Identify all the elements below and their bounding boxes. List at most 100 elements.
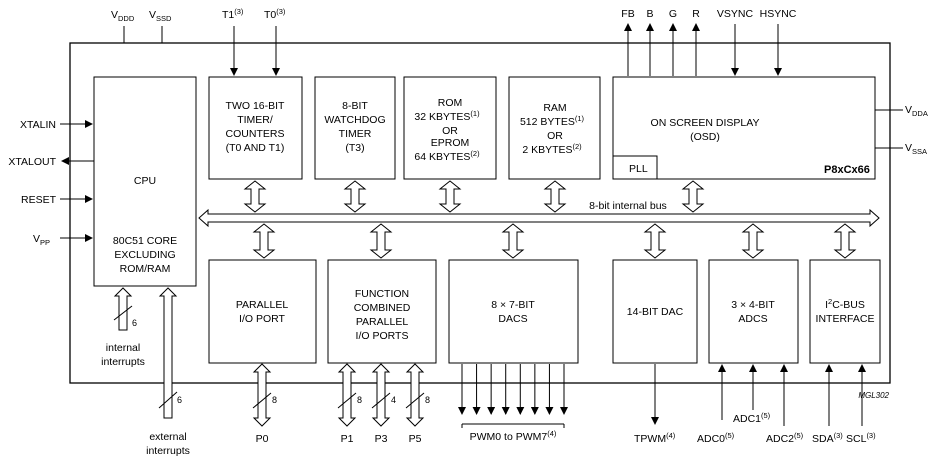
pin-scl: SCL(3) [846, 364, 876, 445]
svg-text:PARALLEL: PARALLEL [236, 299, 288, 311]
svg-text:T0(3): T0(3) [264, 7, 286, 21]
svg-text:8: 8 [272, 395, 277, 405]
svg-text:TIMER/: TIMER/ [237, 114, 273, 126]
svg-text:VSYNC: VSYNC [717, 8, 754, 20]
rom-bus-arrow [438, 180, 462, 213]
svg-text:DACS: DACS [498, 313, 527, 325]
pin-vddd: VDDD [111, 9, 135, 43]
svg-text:(T3): (T3) [345, 142, 364, 154]
chip-outline [69, 42, 891, 384]
internal-interrupts: 6 internal interrupts [101, 287, 145, 368]
svg-text:I2C-BUS: I2C-BUS [825, 297, 865, 311]
pwm-outputs: PWM0 to PWM7(4) [458, 364, 568, 443]
svg-text:ON SCREEN DISPLAY: ON SCREEN DISPLAY [651, 117, 760, 129]
svg-text:OR: OR [442, 125, 458, 137]
parallel-io-bus-arrow [252, 223, 276, 259]
svg-text:6: 6 [177, 395, 182, 405]
ram-block: RAM 512 BYTES(1) OR 2 KBYTES(2) [508, 76, 601, 180]
svg-text:PWM0 to PWM7(4): PWM0 to PWM7(4) [470, 429, 557, 443]
cpu-block: CPU 80C51 CORE EXCLUDING ROM/RAM [93, 76, 197, 287]
svg-text:512 BYTES(1): 512 BYTES(1) [520, 114, 585, 128]
svg-text:ADC2(5): ADC2(5) [766, 431, 804, 445]
parallel-io-block: PARALLEL I/O PORT [208, 259, 317, 364]
bus-connections [243, 180, 857, 259]
timer-bus-arrow [243, 180, 267, 213]
svg-text:64 KBYTES(2): 64 KBYTES(2) [414, 149, 480, 163]
dacs-bus-arrow [501, 223, 525, 259]
pin-hsync: HSYNC [760, 8, 797, 76]
svg-text:P5: P5 [409, 433, 422, 445]
ram-bus-arrow [543, 180, 567, 213]
osd-block: ON SCREEN DISPLAY (OSD) PLL [612, 76, 876, 180]
pin-vssd: VSSD [149, 9, 172, 43]
svg-text:WATCHDOG: WATCHDOG [324, 114, 385, 126]
adcs-bus-arrow [741, 223, 765, 259]
svg-text:8-BIT: 8-BIT [342, 100, 368, 112]
svg-text:XTALOUT: XTALOUT [8, 156, 56, 168]
svg-text:14-BIT DAC: 14-BIT DAC [627, 306, 684, 318]
svg-text:4: 4 [391, 395, 396, 405]
svg-text:8 × 7-BIT: 8 × 7-BIT [491, 299, 535, 311]
port-p0: 8 P0 [252, 363, 277, 445]
dac14-block: 14-BIT DAC [612, 259, 698, 364]
adcs-block: 3 × 4-BIT ADCS [708, 259, 799, 364]
pin-vpp: VPP [33, 233, 93, 247]
svg-text:P1: P1 [341, 433, 354, 445]
svg-text:INTERFACE: INTERFACE [816, 313, 875, 325]
svg-text:(OSD): (OSD) [690, 131, 720, 143]
svg-text:ROM/RAM: ROM/RAM [120, 263, 171, 275]
svg-text:CPU: CPU [134, 175, 156, 187]
svg-text:VPP: VPP [33, 233, 50, 247]
i2c-bus-arrow [833, 223, 857, 259]
svg-text:SDA(3): SDA(3) [812, 431, 843, 445]
pin-adc2: ADC2(5) [766, 364, 804, 445]
svg-text:ROM: ROM [438, 97, 463, 109]
svg-text:32 KBYTES(1): 32 KBYTES(1) [414, 109, 480, 123]
osd-bus-arrow [681, 180, 705, 213]
watchdog-block: 8-BIT WATCHDOG TIMER (T3) [314, 76, 396, 180]
svg-text:VDDD: VDDD [111, 9, 135, 23]
svg-text:SCL(3): SCL(3) [846, 431, 876, 445]
svg-text:FUNCTION: FUNCTION [355, 288, 409, 300]
pin-xtalout: XTALOUT [8, 156, 94, 168]
pin-vsync: VSYNC [717, 8, 754, 76]
pin-r: R [692, 8, 700, 76]
svg-text:ADCS: ADCS [738, 313, 767, 325]
port-p3: 4 P3 [371, 363, 396, 445]
svg-text:I/O PORT: I/O PORT [239, 313, 285, 325]
svg-text:8: 8 [357, 395, 362, 405]
svg-text:8-bit internal bus: 8-bit internal bus [589, 200, 667, 212]
svg-text:8: 8 [425, 395, 430, 405]
svg-text:RAM: RAM [543, 102, 566, 114]
pin-vssa: VSSA [875, 142, 927, 156]
svg-text:VSSA: VSSA [905, 142, 927, 156]
chip-name: P8xCx66 [824, 164, 870, 176]
pin-vdda: VDDA [875, 104, 928, 118]
pin-sda: SDA(3) [812, 364, 843, 445]
svg-text:G: G [669, 8, 677, 20]
pin-adc0: ADC0(5) [697, 364, 735, 445]
pin-tpwm: TPWM(4) [634, 364, 676, 445]
port-p5: 8 P5 [405, 363, 430, 445]
svg-text:COMBINED: COMBINED [354, 302, 411, 314]
svg-text:interrupts: interrupts [101, 356, 145, 368]
pin-t0: T0(3) [264, 7, 286, 76]
svg-text:I/O PORTS: I/O PORTS [356, 330, 409, 342]
pll-block [612, 155, 658, 180]
svg-text:VDDA: VDDA [905, 104, 928, 118]
svg-text:TPWM(4): TPWM(4) [634, 431, 676, 445]
pin-b: B [646, 8, 654, 76]
port-p1: 8 P1 [337, 363, 362, 445]
svg-text:external: external [149, 431, 186, 443]
external-interrupts: 6 external interrupts [146, 287, 190, 457]
svg-text:P3: P3 [375, 433, 388, 445]
svg-text:HSYNC: HSYNC [760, 8, 797, 20]
pin-g: G [669, 8, 677, 76]
svg-text:VSSD: VSSD [149, 9, 172, 23]
svg-text:(T0 AND T1): (T0 AND T1) [226, 142, 285, 154]
svg-text:80C51 CORE: 80C51 CORE [113, 235, 177, 247]
pin-t1: T1(3) [222, 7, 244, 76]
svg-text:TWO 16-BIT: TWO 16-BIT [226, 100, 286, 112]
timer-block: TWO 16-BIT TIMER/ COUNTERS (T0 AND T1) [208, 76, 303, 180]
